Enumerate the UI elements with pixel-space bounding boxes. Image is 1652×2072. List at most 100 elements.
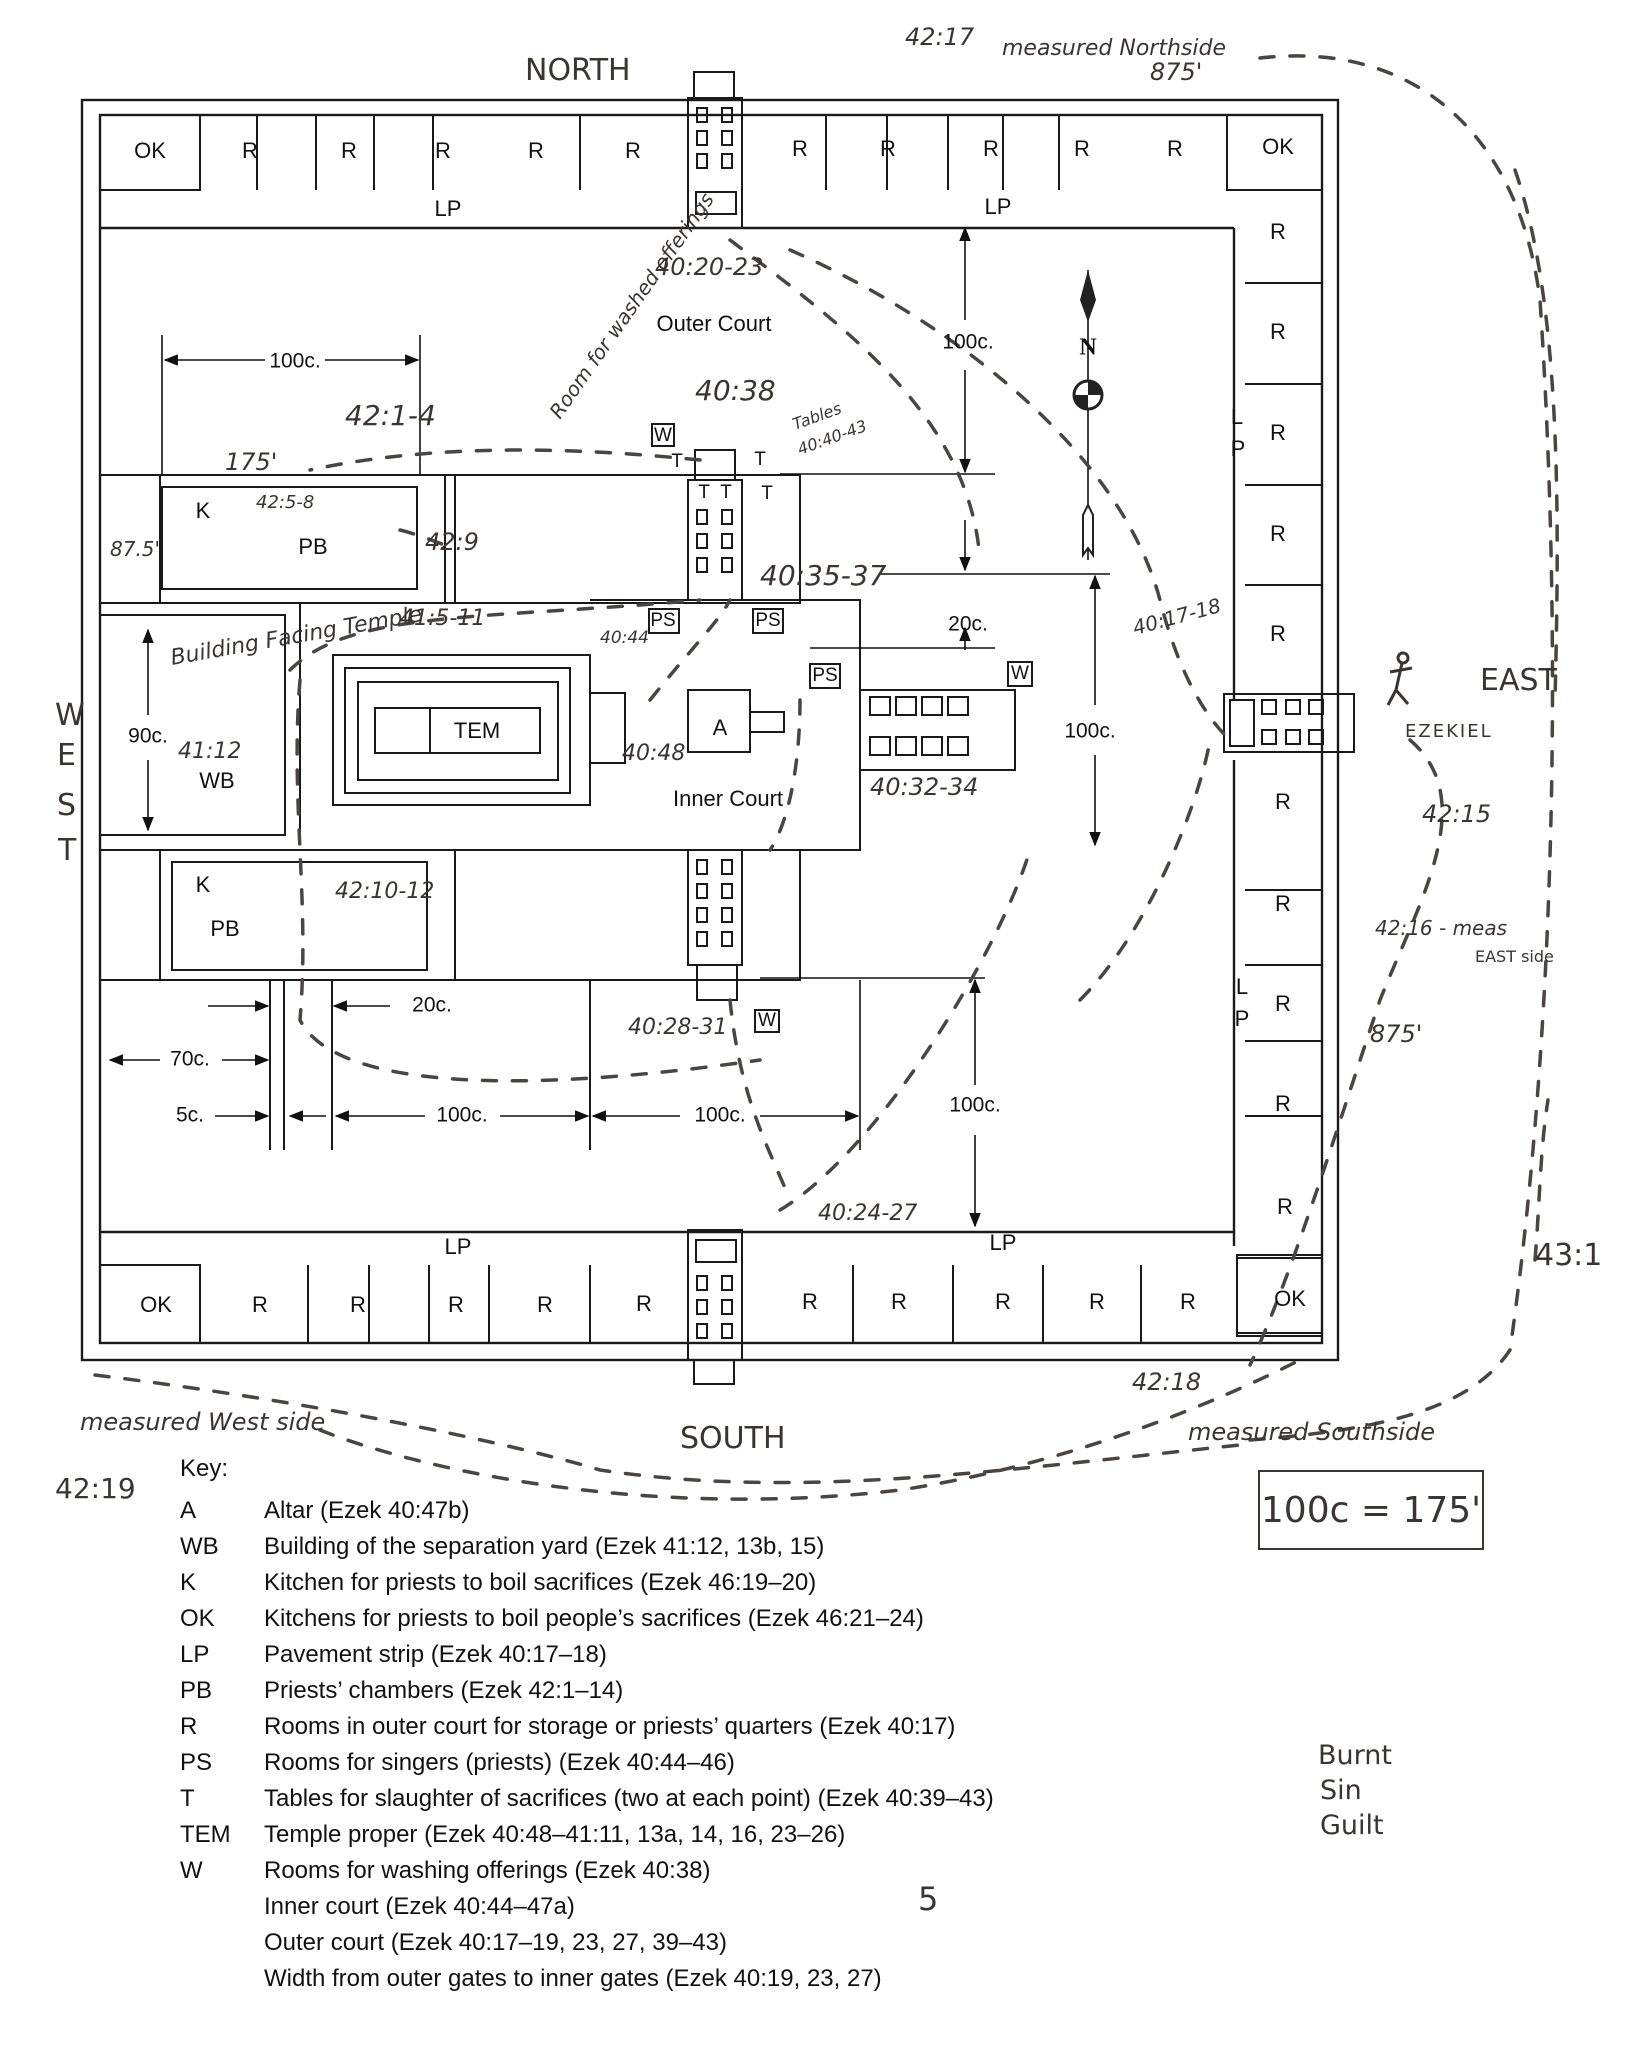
pavement-label-p: P <box>1235 1006 1250 1031</box>
pavement-label: LP <box>985 194 1012 219</box>
note-40-48: 40:48 <box>622 741 685 766</box>
south-label: SOUTH <box>680 1421 786 1456</box>
note-42-17: 42:17 <box>905 23 975 51</box>
legend-code: A <box>180 1497 197 1524</box>
room-label: OK <box>140 1292 172 1317</box>
legend-title: Key: <box>180 1455 229 1482</box>
kitchen-label: K <box>196 872 211 897</box>
legend-description: Outer court (Ezek 40:17–19, 23, 27, 39–4… <box>264 1929 727 1956</box>
legend-entry: Width from outer gates to inner gates (E… <box>180 1961 994 1997</box>
outer-wall-inner <box>98 113 1324 1345</box>
singers-label: PS <box>650 610 675 631</box>
legend-code: PB <box>180 1677 213 1704</box>
washing-label: W <box>758 1010 776 1031</box>
legend-description: Temple proper (Ezek 40:48–41:11, 13a, 14… <box>264 1821 846 1848</box>
room-label: OK <box>134 138 166 163</box>
pavement-label: LP <box>445 1234 472 1259</box>
legend-description: Rooms in outer court for storage or prie… <box>264 1713 956 1740</box>
south-room-strip <box>99 1230 1323 1344</box>
singers-room-1 <box>648 608 680 634</box>
offering-guilt: Guilt <box>1320 1810 1384 1841</box>
note-42-5-8: 42:5-8 <box>256 492 314 513</box>
north-label: NORTH <box>525 53 631 88</box>
note-ezekiel: EZEKIEL <box>1405 721 1493 742</box>
legend-description: Altar (Ezek 40:47b) <box>264 1497 470 1524</box>
west-label-t: T <box>57 833 77 868</box>
note-40-32-34: 40:32-34 <box>870 773 978 801</box>
dim-70c: 70c. <box>170 1048 210 1071</box>
washing-label: W <box>1011 663 1029 684</box>
note-42-19: 42:19 <box>55 1472 136 1505</box>
compass-letter: N <box>1079 335 1097 361</box>
north-inner-gate <box>687 449 743 601</box>
legend-description: Rooms for singers (priests) (Ezek 40:44–… <box>264 1749 735 1776</box>
altar <box>687 689 785 753</box>
handwritten-notes: 42:17 measured Northside 875' 40:20-23 R… <box>55 23 1602 1505</box>
legend-description: Kitchens for priests to boil people’s sa… <box>264 1605 924 1632</box>
room-label: R <box>1275 891 1291 916</box>
room-label: R <box>448 1292 464 1317</box>
temple-proper <box>332 654 626 806</box>
page-number: 5 <box>918 1880 939 1918</box>
note-87-5: 87.5' <box>110 537 160 561</box>
singers-label: PS <box>812 665 837 686</box>
north-room-labels: OK R R R R R R R R R R OK LP LP <box>134 134 1294 221</box>
compass-rose: N <box>1072 270 1104 560</box>
pavement-label-l: L <box>1236 974 1248 999</box>
building-wb <box>99 614 286 836</box>
room-label: R <box>636 1291 652 1316</box>
note-42-16: 42:16 - meas <box>1375 916 1507 940</box>
legend-entry: W Rooms for washing offerings (Ezek 40:38… <box>180 1853 994 1889</box>
room-label: R <box>1275 1091 1291 1116</box>
dim-20c: 20c. <box>948 613 988 636</box>
note-42-1-4: 42:1-4 <box>345 399 436 432</box>
table-label: T <box>720 482 732 503</box>
note-measured-south: measured Southside <box>1188 1418 1435 1446</box>
room-label: R <box>1270 319 1286 344</box>
room-label: R <box>1180 1289 1196 1314</box>
note-43-1: 43:1 <box>1535 1238 1602 1273</box>
note-40-38: 40:38 <box>695 374 776 407</box>
west-label-e: E <box>57 738 76 773</box>
route-paths <box>93 54 1559 1501</box>
east-label: EAST <box>1480 663 1558 698</box>
note-42-9: 42:9 <box>425 528 479 556</box>
legend-code: W <box>180 1857 203 1884</box>
note-measured-west: measured West side <box>80 1408 325 1436</box>
table-label: T <box>671 451 683 472</box>
west-label-w: W <box>55 698 85 733</box>
west-buildings <box>99 474 801 1150</box>
room-label: R <box>435 138 451 163</box>
room-label: R <box>625 138 641 163</box>
legend-description: Rooms for washing offerings (Ezek 40:38) <box>264 1857 711 1884</box>
note-41-12: 41:12 <box>178 739 241 764</box>
note-40-24-27: 40:24-27 <box>818 1201 917 1226</box>
legend-entry: Inner court (Ezek 40:44–47a) <box>180 1889 994 1925</box>
table-label: T <box>754 449 766 470</box>
room-label: R <box>891 1289 907 1314</box>
legend-code: K <box>180 1569 197 1596</box>
offering-sin: Sin <box>1320 1775 1362 1806</box>
outer-wall-outer <box>80 98 1340 1362</box>
north-room-strip <box>99 114 1323 230</box>
pavement-label-p: P <box>1231 436 1246 461</box>
wb-label: WB <box>199 768 234 793</box>
note-40-17-18: 40:17-18 <box>1130 593 1223 640</box>
room-label: R <box>1089 1289 1105 1314</box>
dim-20c: 20c. <box>412 994 452 1017</box>
outer-court-label: Outer Court <box>657 311 772 336</box>
note-875-north: 875' <box>1150 58 1202 86</box>
dim-90c: 90c. <box>128 725 168 748</box>
singers-room-3 <box>809 663 841 689</box>
singers-label: PS <box>755 610 780 631</box>
east-room-labels: R R R R R R R R R R L P L P <box>1231 219 1293 1219</box>
table-label: T <box>698 482 710 503</box>
room-label: R <box>1270 521 1286 546</box>
